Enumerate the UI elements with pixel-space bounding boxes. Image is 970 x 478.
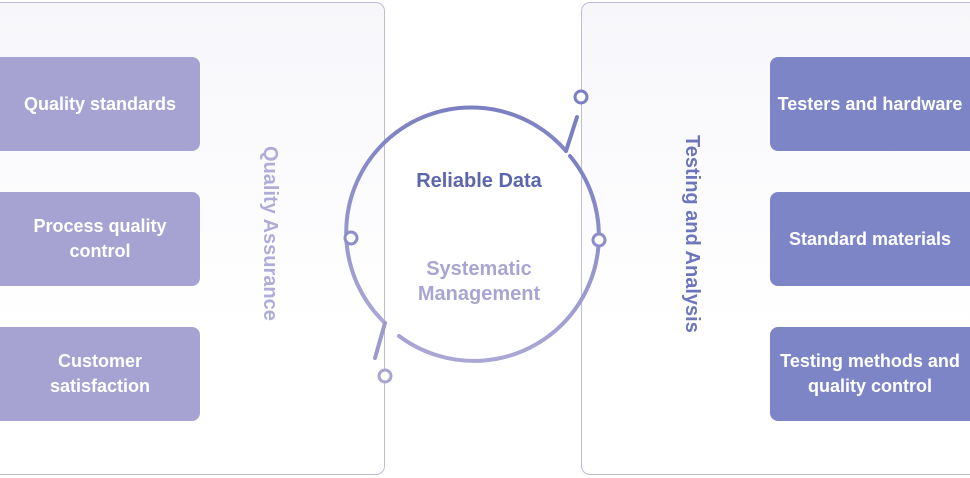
box-label: Standard materials — [788, 228, 952, 249]
quality-standards-box: Quality standards — [0, 57, 200, 151]
systematic-management-text: Systematic Management — [417, 258, 541, 305]
connector-right — [591, 232, 607, 248]
ring-arc-left — [344, 105, 568, 325]
box-label: Quality standards — [23, 93, 177, 114]
ring-arc-right — [397, 154, 601, 363]
connector-top — [573, 89, 589, 105]
testing-methods-box: Testing methods and quality control — [770, 327, 970, 421]
box-label: Customer satisfaction — [49, 351, 151, 396]
standard-materials-box: Standard materials — [770, 192, 970, 286]
ring-tail-bottom — [373, 321, 387, 360]
testing-analysis-label: Testing and Analysis — [681, 135, 703, 333]
reliable-data-text: Reliable Data — [416, 170, 542, 192]
process-quality-control-box: Process quality control — [0, 192, 200, 286]
box-label: Process quality control — [33, 216, 167, 261]
box-label: Testers and hardware — [777, 93, 963, 114]
quality-assurance-label: Quality Assurance — [259, 146, 281, 321]
testers-hardware-box: Testers and hardware — [770, 57, 970, 151]
ring-tail-top — [564, 115, 579, 153]
connector-bottom — [377, 368, 393, 384]
customer-satisfaction-box: Customer satisfaction — [0, 327, 200, 421]
box-label: Testing methods and quality control — [780, 351, 960, 396]
connector-left — [343, 230, 359, 246]
